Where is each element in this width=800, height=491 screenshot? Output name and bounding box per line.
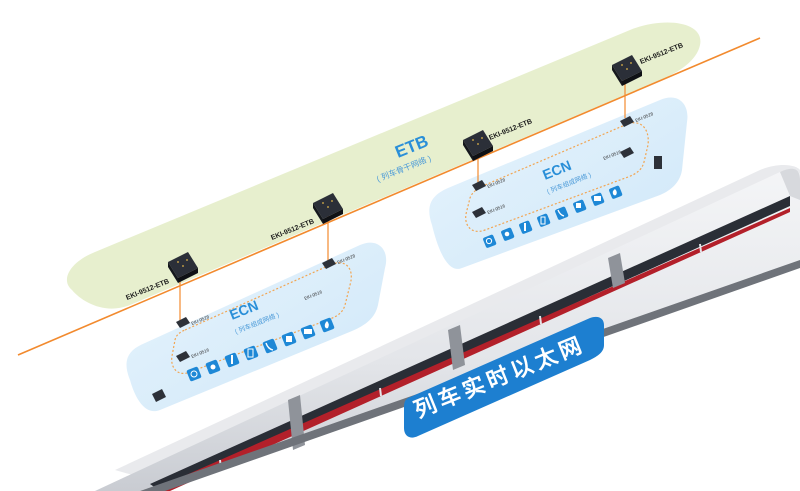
- ecn-left-devices: [176, 258, 336, 362]
- ecn-right-panel: [429, 97, 688, 269]
- ecn-right-devices: [472, 116, 634, 218]
- ecn-right-ring: [465, 122, 649, 232]
- radio-icon: [205, 359, 221, 375]
- ecn-right-device-top: EKI-9528: [635, 111, 655, 123]
- ecn-right-icons: [483, 185, 623, 248]
- etb-line: [17, 37, 761, 356]
- etb-band: [66, 22, 701, 309]
- etb-switch-4: [612, 55, 642, 86]
- ecn-right-device-left-top: EKI-9528: [487, 177, 507, 189]
- title-banner: [404, 316, 604, 438]
- camera-icon: [483, 234, 497, 248]
- passenger-info-icon: [281, 331, 297, 347]
- display-icon: [300, 324, 316, 340]
- ecn-right-device-left-bottom: EKI-9516: [487, 203, 507, 215]
- etb-switch-1: [168, 252, 198, 283]
- temperature-icon: [224, 352, 240, 368]
- radio-icon: [501, 227, 515, 241]
- temperature-icon: [519, 220, 533, 234]
- door-icon: [243, 345, 259, 361]
- phone-icon: [262, 338, 278, 354]
- edge-device-left: [152, 389, 166, 402]
- train: [95, 165, 800, 491]
- ecn-left-device-bottom: EKI-9516: [191, 347, 211, 359]
- ecn-left-device-right-top: EKI-9528: [337, 253, 357, 265]
- passenger-info-icon: [573, 199, 587, 213]
- ecn-left-device-top: EKI-9528: [191, 314, 211, 326]
- fire-icon: [609, 185, 623, 199]
- fire-icon: [319, 317, 335, 333]
- etb-switch-3: [463, 130, 493, 161]
- camera-icon: [186, 366, 202, 382]
- etb-switch-2: [313, 193, 343, 224]
- ecn-right-device-right-bottom: EKI-9516: [603, 149, 623, 161]
- ecn-left-device-right-bottom: EKI-9516: [304, 289, 324, 301]
- phone-icon: [555, 206, 569, 220]
- display-icon: [591, 192, 605, 206]
- edge-device-right: [654, 156, 662, 169]
- door-icon: [537, 213, 551, 227]
- ecn-left-icons: [186, 317, 335, 382]
